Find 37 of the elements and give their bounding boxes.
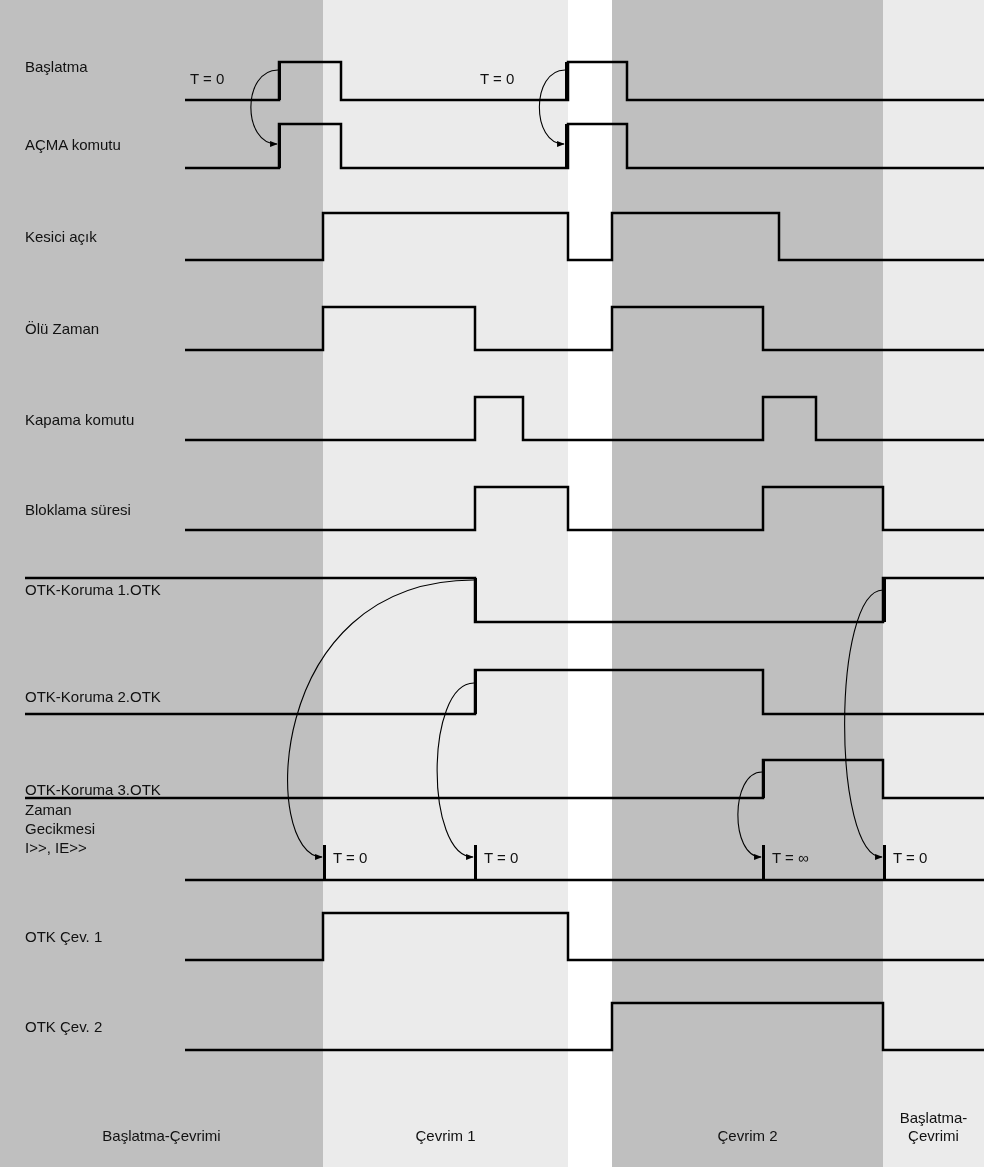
- signal-name: Ölü Zaman: [25, 320, 100, 339]
- curved-arrow: [538, 69, 566, 146]
- signal-transition: [883, 578, 886, 622]
- signal-name: Bloklama süresi: [25, 501, 131, 520]
- signal-name: OTK Çev. 2: [25, 1018, 103, 1037]
- signal-transition: [565, 62, 568, 100]
- delay-label: T = 0: [893, 849, 928, 866]
- signal-name: OTK-Koruma 1.OTK: [25, 581, 161, 600]
- signal-name: OTK Çev. 1: [25, 928, 103, 947]
- signal-name: Başlatma: [25, 58, 88, 77]
- signal-transition: [565, 124, 568, 168]
- band-label: Başlatma-Çevrimi: [898, 1109, 969, 1145]
- signal-name: AÇMA komutu: [25, 136, 121, 155]
- delay-label: T = ∞: [772, 849, 809, 866]
- curved-arrow: [844, 589, 884, 858]
- delay-label: T = 0: [333, 849, 368, 866]
- curved-arrow: [436, 682, 475, 858]
- signal-transition: [883, 845, 886, 880]
- time-band: [323, 0, 568, 1167]
- curved-arrow: [287, 579, 475, 858]
- signal-name: OTK-Koruma 3.OTK: [25, 781, 161, 800]
- signal-name: OTK-Koruma 2.OTK: [25, 688, 161, 707]
- signal-transition: [762, 845, 765, 880]
- time-band: [883, 0, 984, 1167]
- band-label: Çevrim 1: [414, 1127, 477, 1145]
- time-band: [612, 0, 883, 1167]
- signal-name: Kesici açık: [25, 228, 97, 247]
- band-label: Çevrim 2: [716, 1127, 779, 1145]
- signal-name: Kapama komutu: [25, 411, 135, 430]
- curved-arrow: [250, 69, 279, 146]
- curved-arrow: [737, 771, 763, 859]
- time-band: [0, 0, 323, 1167]
- band-label: Başlatma-Çevrimi: [101, 1127, 222, 1145]
- signal-transition: [323, 845, 326, 880]
- delay-label: T = 0: [484, 849, 519, 866]
- signal-name: Zaman Gecikmesi I>>, IE>>: [25, 801, 96, 858]
- signal-transition: [474, 845, 477, 880]
